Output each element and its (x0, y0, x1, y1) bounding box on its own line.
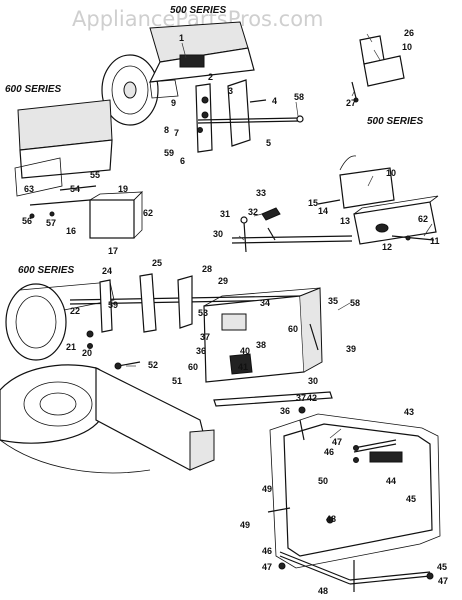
grass-bag-frame (267, 413, 441, 592)
callout-7: 7 (174, 128, 179, 138)
tractor-600-frame (5, 273, 323, 383)
leader-lines (126, 33, 433, 439)
callout-6: 6 (180, 156, 185, 166)
callout-labels: 1 2 3 4 5 6 7 8 9 10 10 11 12 13 14 15 1… (22, 28, 448, 596)
callout-24: 24 (102, 266, 112, 276)
callout-25: 25 (152, 258, 162, 268)
callout-35: 35 (328, 296, 338, 306)
callout-13: 13 (340, 216, 350, 226)
lower-bar (213, 391, 333, 414)
callout-40: 40 (240, 346, 250, 356)
callout-36-mid: 36 (196, 346, 206, 356)
callout-39: 39 (346, 344, 356, 354)
callout-60-low: 60 (188, 362, 198, 372)
callout-53: 53 (198, 308, 208, 318)
callout-30-lower: 30 (308, 376, 318, 386)
callout-45-low: 45 (437, 562, 447, 572)
weight-bracket-top (351, 35, 405, 103)
callout-62-right: 62 (418, 214, 428, 224)
callout-41: 41 (238, 362, 248, 372)
callout-51: 51 (172, 376, 182, 386)
callout-46-low: 46 (262, 546, 272, 556)
callout-14: 14 (318, 206, 328, 216)
callout-38: 38 (256, 340, 266, 350)
callout-28: 28 (202, 264, 212, 274)
callout-54: 54 (70, 184, 80, 194)
callout-20: 20 (82, 348, 92, 358)
series-500-top: 500 SERIES (170, 5, 226, 16)
callout-21: 21 (66, 342, 76, 352)
hitch-bracket-assembly (195, 79, 304, 153)
tractor-rear-500 (101, 21, 255, 126)
callout-27: 27 (346, 98, 356, 108)
callout-34: 34 (260, 298, 270, 308)
callout-29: 29 (218, 276, 228, 286)
callout-16: 16 (66, 226, 76, 236)
callout-1: 1 (179, 33, 184, 43)
series-500-right: 500 SERIES (367, 116, 423, 127)
callout-55: 55 (90, 170, 100, 180)
callout-36-low: 36 (280, 406, 290, 416)
callout-59-top: 59 (164, 148, 174, 158)
callout-62-left: 62 (143, 208, 153, 218)
callout-32: 32 (248, 207, 258, 217)
callout-5: 5 (266, 138, 271, 148)
callout-19: 19 (118, 184, 128, 194)
callout-4: 4 (272, 96, 277, 106)
callout-11: 11 (430, 236, 440, 246)
callout-26: 26 (404, 28, 414, 38)
callout-63: 63 (24, 184, 34, 194)
callout-37-mid: 37 (200, 332, 210, 342)
callout-59-mid: 59 (108, 300, 118, 310)
callout-17: 17 (108, 246, 118, 256)
callout-8: 8 (164, 125, 169, 135)
callout-57: 57 (46, 218, 56, 228)
callout-33: 33 (256, 188, 266, 198)
tractor-rear-600-top (14, 99, 144, 239)
series-600-mid: 600 SERIES (18, 265, 74, 276)
callout-52: 52 (148, 360, 158, 370)
callout-10-right: 10 (386, 168, 396, 178)
callout-49-top: 49 (262, 484, 272, 494)
callout-46-top: 46 (324, 447, 334, 457)
callout-9: 9 (171, 98, 176, 108)
callout-58-mid: 58 (350, 298, 360, 308)
callout-42: 42 (307, 393, 317, 403)
callout-44: 44 (386, 476, 396, 486)
callout-56: 56 (22, 216, 32, 226)
callout-37-low: 37 (296, 393, 306, 403)
callout-2: 2 (208, 72, 213, 82)
series-600-left: 600 SERIES (5, 84, 61, 95)
mower-deck-chute (0, 361, 215, 474)
callout-48-mid: 48 (326, 514, 336, 524)
callout-50: 50 (318, 476, 328, 486)
hitch-rod-assembly (231, 207, 353, 253)
callout-58-top: 58 (294, 92, 304, 102)
callout-47-left: 47 (262, 562, 272, 572)
callout-43: 43 (404, 407, 414, 417)
callout-60-right: 60 (288, 324, 298, 334)
callout-15: 15 (308, 198, 318, 208)
callout-12: 12 (382, 242, 392, 252)
callout-48-low: 48 (318, 586, 328, 596)
callout-45: 45 (406, 494, 416, 504)
callout-49-left: 49 (240, 520, 250, 530)
callout-3: 3 (228, 86, 233, 96)
callout-47-top: 47 (332, 437, 342, 447)
callout-10-top: 10 (402, 42, 412, 52)
callout-22: 22 (70, 306, 80, 316)
callout-47-right: 47 (438, 576, 448, 586)
weight-assembly-right (317, 155, 439, 245)
callout-30-upper: 30 (213, 229, 223, 239)
callout-31: 31 (220, 209, 230, 219)
